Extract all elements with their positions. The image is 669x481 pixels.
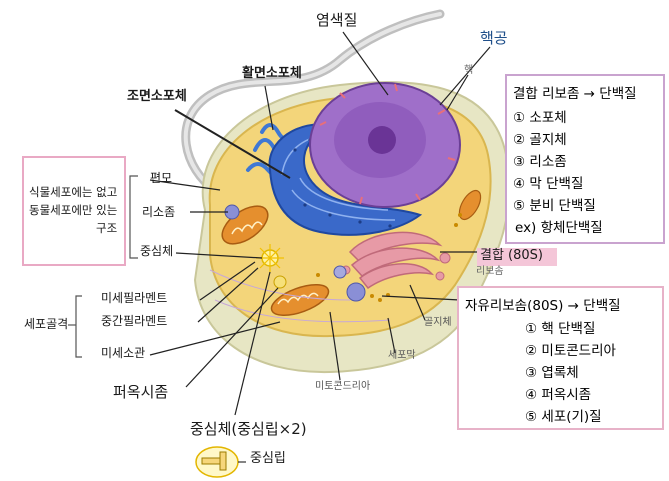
label-rough-er: 조면소포체 (127, 89, 187, 104)
label-smooth-er: 활면소포체 (242, 66, 302, 81)
mitochondria-shape (221, 189, 482, 316)
label-nucleus: 핵 (464, 65, 474, 76)
list-item: ⑤ 분비 단백질 (513, 198, 596, 214)
list-item: ⑤ 세포(기)질 (525, 409, 602, 425)
centriole-icon (195, 446, 246, 478)
label-cell-membrane: 세포막 (388, 350, 416, 361)
animal-only-line3: 구조 (96, 221, 118, 235)
bound-ribosome-box: 결합 리보좀 → 단백질 ① 소포체 ② 골지체 ③ 리소좀 ④ 막 단백질 ⑤… (505, 74, 665, 244)
nucleolus-shape (368, 126, 396, 154)
label-golgi: 골지체 (424, 317, 452, 328)
leader-lines (149, 31, 491, 416)
label-peroxisome: 퍼옥시좀 (113, 383, 169, 401)
bracket-lines (68, 175, 138, 358)
label-bound-ribosome: 결합 (80S) (480, 248, 543, 263)
label-cytoskeleton: 세포골격 (24, 317, 69, 331)
label-centriole: 중심립 (250, 451, 286, 466)
list-item: ① 소포체 (513, 110, 567, 126)
lysosome-shape (224, 204, 366, 302)
list-item: ④ 퍼옥시좀 (525, 387, 592, 403)
label-chromatin: 염색질 (316, 11, 358, 29)
list-item: ③ 리소좀 (513, 154, 567, 170)
label-microfilament: 미세필라멘트 (101, 291, 168, 305)
label-intermediate-filament: 중간필라멘트 (101, 314, 168, 328)
list-item: ① 핵 단백질 (525, 321, 596, 337)
free-ribosome-dots (316, 213, 462, 302)
label-flagellum: 편모 (150, 171, 173, 185)
bound-ribosome-box-title: 결합 리보좀 → 단백질 (513, 86, 637, 102)
label-nuclear-pore: 핵공 (480, 29, 508, 47)
free-ribosome-box-title: 자유리보솜(80S) → 단백질 (465, 298, 621, 314)
animal-only-box (22, 156, 126, 266)
bound-ribosome-list: ① 소포체 ② 골지체 ③ 리소좀 ④ 막 단백질 ⑤ 분비 단백질 ex) 항… (513, 107, 663, 239)
label-lysosome: 리소좀 (142, 205, 176, 219)
list-item: ② 미토콘드리아 (525, 343, 616, 359)
list-item: ex) 항체단백질 (515, 220, 603, 236)
golgi-shape (348, 231, 443, 290)
list-item: ② 골지체 (513, 132, 567, 148)
label-microtubule: 미세소관 (101, 346, 146, 360)
nuclear-pore-marks (319, 83, 456, 205)
bound-ribosome-highlight (477, 248, 557, 266)
list-item: ④ 막 단백질 (513, 176, 584, 192)
free-ribosome-list: ① 핵 단백질 ② 미토콘드리아 ③ 엽록체 ④ 퍼옥시좀 ⑤ 세포(기)질 (465, 318, 662, 428)
label-mitochondria: 미토콘드리아 (315, 381, 371, 392)
animal-only-line1: 식물세포에는 없고 (29, 185, 118, 199)
peroxisome-shape (273, 275, 287, 289)
label-ribosome-small: 리보솜 (476, 266, 504, 277)
list-item: ③ 엽록체 (525, 365, 579, 381)
label-centrosome: 중심체 (140, 244, 174, 258)
free-ribosome-box: 자유리보솜(80S) → 단백질 ① 핵 단백질 ② 미토콘드리아 ③ 엽록체 … (457, 286, 664, 430)
animal-only-line2: 동물세포에만 있는 (29, 203, 118, 217)
label-centrosome-pair: 중심체(중심립×2) (190, 420, 307, 438)
